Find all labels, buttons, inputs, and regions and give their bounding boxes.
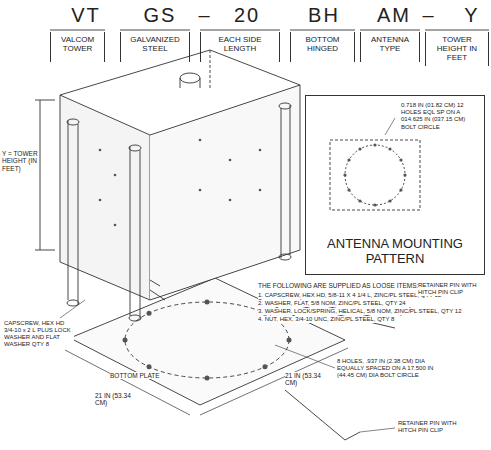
- bolt-hole: [259, 149, 262, 152]
- bolt-hole: [399, 188, 402, 191]
- bolt-hole: [229, 199, 232, 202]
- code-description-box: EACH SIDE LENGTH: [200, 32, 280, 62]
- bolt-hole: [123, 338, 128, 343]
- bolt-hole: [114, 224, 117, 227]
- code-description-box: GALVANIZED STEEL: [120, 32, 190, 62]
- bolt-hole: [373, 143, 376, 146]
- bolt-hole: [358, 147, 361, 150]
- code-description-box: ANTENNA TYPE: [360, 32, 420, 62]
- code-description: ANTENNA TYPE: [363, 35, 417, 53]
- bolt-hole: [347, 158, 350, 161]
- dimension-label: 21 IN (53.34 CM): [285, 372, 329, 387]
- loose-item: 3. WASHER, LOCK/SPRING, HELICAL, 5/8 NOM…: [258, 308, 488, 315]
- callout-text: RETAINER PIN WITH HITCH PIN CLIP: [418, 282, 484, 296]
- code-letters: 20: [231, 4, 263, 27]
- bolt-hole: [99, 199, 102, 202]
- code-description-box: TOWER HEIGHT IN FEET: [425, 32, 489, 66]
- callout-text: CAPSCREW, HEX HD 3/4-10 x 2 L PLUS LOCK …: [4, 320, 74, 348]
- bolt-hole: [147, 364, 152, 369]
- bolt-hole: [262, 364, 267, 369]
- code-letters: BH: [306, 4, 342, 27]
- loose-item: 2. WASHER, FLAT, 5/8 NOM, ZINC/PL STEEL,…: [258, 300, 488, 307]
- antenna-pattern-panel: ANTENNA MOUNTING PATTERN 0.718 IN (01.82 …: [305, 95, 485, 275]
- panel-title: ANTENNA MOUNTING PATTERN: [310, 236, 480, 266]
- callout-text: RETAINER PIN WITH HITCH PIN CLIP: [398, 420, 464, 434]
- code-letters: VT: [66, 4, 106, 27]
- bolt-hole: [205, 376, 210, 381]
- bolt-hole: [287, 338, 292, 343]
- code-description: VALCOM TOWER: [53, 35, 102, 53]
- dimension-label: 21 IN (53.34 CM): [95, 392, 139, 407]
- bolt-hole: [259, 189, 262, 192]
- code-description: TOWER HEIGHT IN FEET: [428, 35, 486, 63]
- bolt-hole: [358, 199, 361, 202]
- code-dash: –: [421, 4, 437, 27]
- part-name: BOTTOM PLATE: [110, 372, 160, 379]
- bolt-hole: [403, 173, 406, 176]
- bolt-hole: [373, 203, 376, 206]
- dimension-label: Y = TOWER HEIGHT (IN FEET): [2, 150, 38, 172]
- bolt-hole: [199, 139, 202, 142]
- code-letters: GS: [140, 4, 180, 27]
- bolt-hole: [343, 173, 346, 176]
- callout-text: 8 HOLES, .937 IN (2.38 CM) DIA EQUALLY S…: [337, 358, 447, 379]
- code-description: EACH SIDE LENGTH: [203, 35, 277, 53]
- hole-callout: 0.718 IN (01.82 CM) 12 HOLES EQL SP ON A…: [401, 102, 481, 131]
- code-description: BOTTOM HINGED: [293, 35, 352, 53]
- bolt-hole: [388, 199, 391, 202]
- bolt-hole: [99, 149, 102, 152]
- bolt-hole: [347, 188, 350, 191]
- bolt-hole: [399, 158, 402, 161]
- bolt-hole: [205, 300, 210, 305]
- bolt-hole: [229, 159, 232, 162]
- bolt-hole: [199, 189, 202, 192]
- bolt-hole: [147, 311, 152, 316]
- code-description: GALVANIZED STEEL: [123, 35, 187, 53]
- bolt-hole: [388, 147, 391, 150]
- code-letters: Y: [462, 4, 482, 27]
- bolt-hole: [114, 174, 117, 177]
- code-letters: AM: [375, 4, 413, 27]
- code-description-box: VALCOM TOWER: [50, 32, 105, 62]
- code-dash: –: [197, 4, 213, 27]
- code-description-box: BOTTOM HINGED: [290, 32, 355, 62]
- loose-item: 4. NUT, HEX, 3/4-10 UNC, ZINC/PL STEEL, …: [258, 316, 488, 323]
